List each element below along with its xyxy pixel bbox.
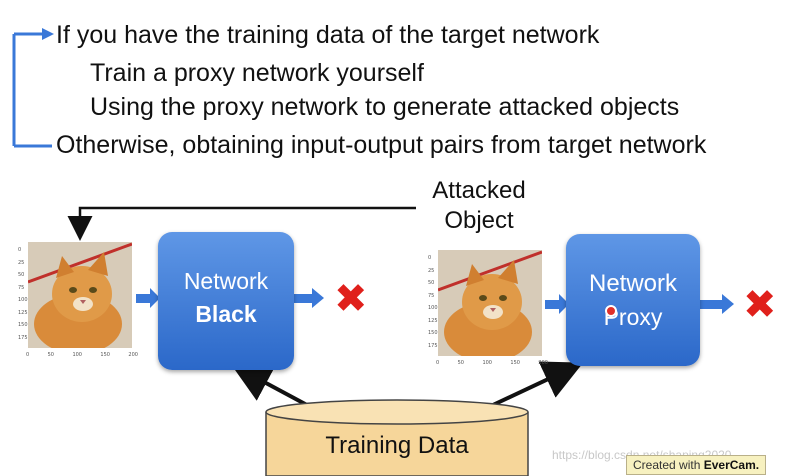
y-tick: 25 [428, 267, 435, 274]
badge-brand: EverCam. [703, 458, 760, 472]
x-tick: 150 [510, 360, 520, 366]
y-tick: 100 [18, 297, 28, 303]
bullet-line-4: Otherwise, obtaining input-output pairs … [56, 131, 707, 159]
attacked-object-line-1: Attacked [432, 177, 526, 204]
fail-cross-icon-left: ✖ [334, 277, 368, 321]
y-tick: 0 [18, 247, 22, 253]
proxy-network-title: Network [588, 270, 678, 297]
evercam-badge: Created with EverCam. [626, 455, 767, 475]
x-ticks-right: 0 50 100 150 200 [436, 360, 548, 366]
y-tick: 50 [428, 280, 435, 286]
x-tick: 0 [436, 360, 440, 366]
right-blue-arrows [545, 294, 734, 314]
y-tick: 50 [18, 272, 25, 278]
black-network-title: Network [183, 268, 269, 294]
cat-image-left [28, 242, 132, 348]
y-tick: 175 [428, 342, 438, 349]
x-tick: 50 [47, 352, 54, 358]
y-tick: 0 [428, 255, 432, 261]
training-data-label: Training Data [325, 432, 469, 459]
bullet-line-1: If you have the training data of the tar… [56, 21, 600, 49]
attacked-object-label: Attacked Object [414, 176, 544, 236]
y-tick: 125 [428, 317, 438, 324]
x-tick: 150 [100, 352, 110, 358]
y-tick: 75 [18, 284, 25, 291]
x-tick: 100 [482, 360, 492, 366]
fail-cross-icon-right: ✖ [743, 283, 777, 327]
left-blue-arrows [136, 288, 324, 308]
badge-prefix: Created with [633, 458, 701, 472]
black-network-subtitle: Black [195, 301, 257, 327]
y-tick: 100 [428, 305, 438, 311]
y-ticks-right: 0 25 50 75 100 125 150 175 [428, 252, 438, 352]
cursor-dot-icon [605, 305, 617, 317]
training-data-cylinder [265, 399, 529, 476]
y-tick: 125 [18, 309, 28, 316]
y-tick: 150 [428, 330, 438, 336]
x-tick: 0 [26, 352, 30, 358]
y-ticks-left: 0 25 50 75 100 125 150 175 [18, 244, 28, 344]
input-image-plot-right: 0 25 50 75 100 125 150 175 0 50 100 150 … [424, 244, 550, 370]
y-tick: 25 [18, 259, 25, 266]
x-tick: 50 [457, 360, 464, 366]
bullet-bracket [12, 28, 54, 148]
x-tick: 100 [72, 352, 82, 358]
attacked-object-arrow [67, 206, 416, 241]
x-tick: 200 [538, 360, 548, 366]
cat-image-right [438, 250, 542, 356]
y-tick: 175 [18, 334, 28, 341]
attacked-object-line-2: Object [444, 207, 514, 234]
x-tick: 200 [128, 352, 138, 358]
proxy-network-box: Network Proxy [566, 234, 700, 366]
y-tick: 75 [428, 292, 435, 299]
y-tick: 150 [18, 322, 28, 328]
x-ticks-left: 0 50 100 150 200 [26, 352, 138, 358]
bullet-line-3: Using the proxy network to generate atta… [90, 93, 680, 121]
black-network-box: Network Black [158, 232, 294, 370]
input-image-plot-left: 0 25 50 75 100 125 150 175 0 50 100 150 … [14, 236, 140, 362]
proxy-network-subtitle: Proxy [603, 304, 663, 330]
bullet-line-2: Train a proxy network yourself [90, 59, 424, 87]
